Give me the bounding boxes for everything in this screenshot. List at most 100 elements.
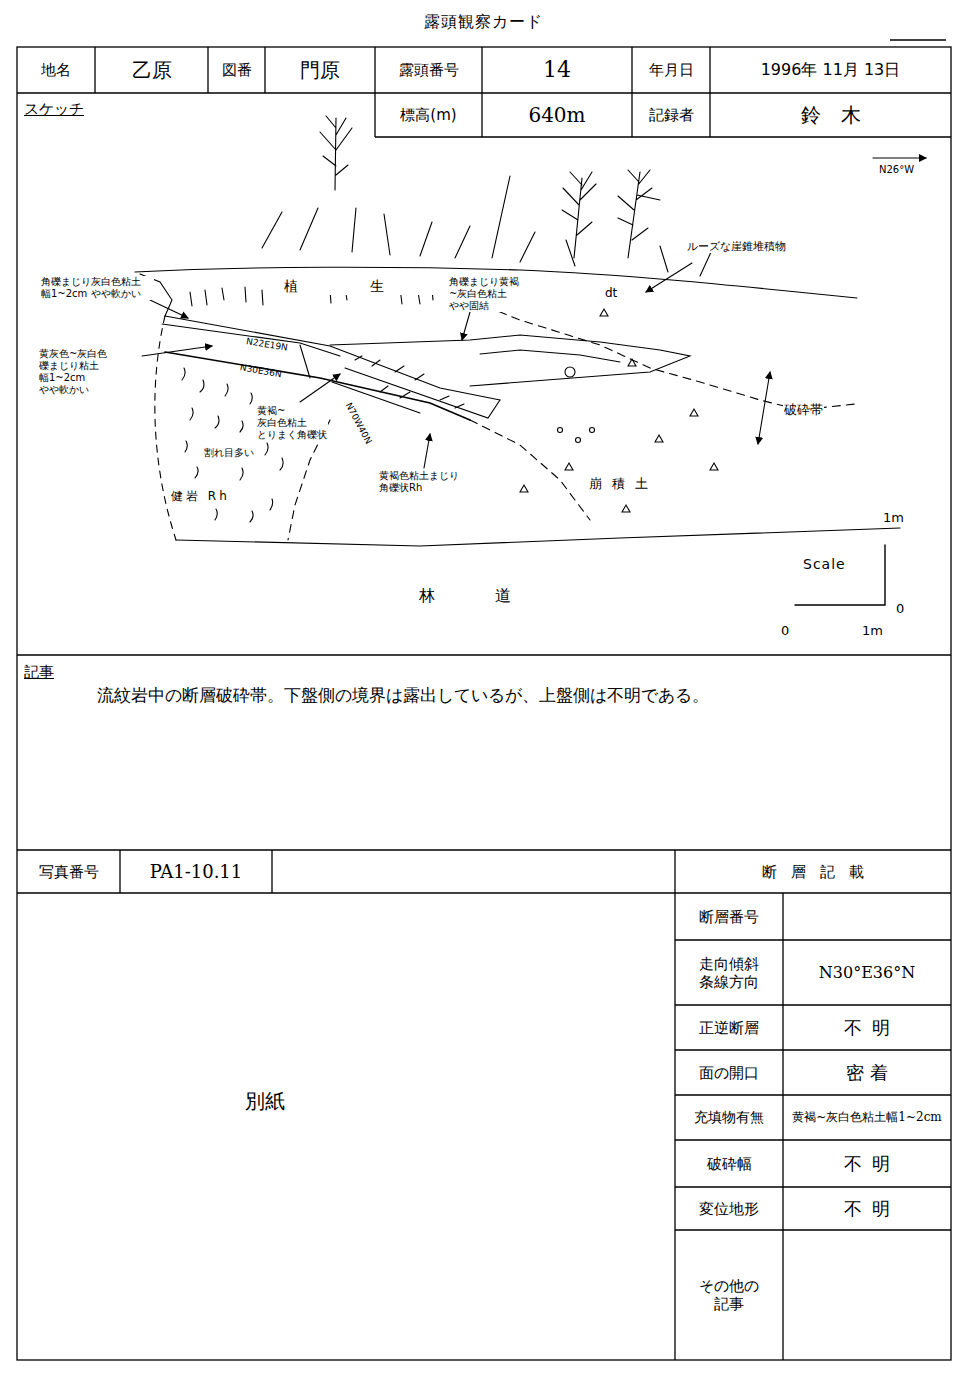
cell-text: 変位地形 xyxy=(699,1200,759,1218)
sketch-label: 1m xyxy=(882,510,905,526)
grid-line xyxy=(17,849,951,850)
outcrop-sketch xyxy=(135,116,926,605)
cell-text: 別紙 xyxy=(245,1089,285,1113)
form-cell: 黄褐~灰白色粘土幅1~2cm xyxy=(783,1095,951,1140)
sketch-label: N22E19N xyxy=(244,336,289,354)
sketch-label: 健岩 Rh xyxy=(170,489,231,503)
sketch-label: 破砕帯 xyxy=(783,402,824,418)
sketch-label: 角礫まじり黄褐~灰白色粘土 やや固結 xyxy=(448,276,520,312)
cell-text: 充填物有無 xyxy=(694,1109,764,1126)
cell-text: 乙原 xyxy=(132,58,172,82)
cell-text: PA1-10.11 xyxy=(150,861,243,883)
sketch-label: 黄灰色~灰白色 礫まじり粘土 幅1~2cm やや軟かい xyxy=(38,348,138,396)
cell-text: その他の 記事 xyxy=(694,1277,764,1313)
sketch-label: 林道 xyxy=(418,586,572,605)
cell-text: 640m xyxy=(528,103,585,127)
leader-arrow xyxy=(462,312,470,340)
scale-bar xyxy=(795,545,885,605)
grid-line xyxy=(375,93,951,137)
form-cell: 記録者 xyxy=(632,93,710,137)
grass xyxy=(262,176,712,276)
grid-line xyxy=(675,940,951,1230)
gouge-hatch xyxy=(355,356,464,408)
cell-text: 断層番号 xyxy=(699,908,759,926)
form-cell: 640m xyxy=(482,93,632,137)
cell-text: 正逆断層 xyxy=(699,1019,759,1037)
cell-text: N30°E36°N xyxy=(819,963,915,982)
form-grid xyxy=(17,40,951,1360)
leader-arrow xyxy=(646,263,692,292)
form-cell: 別紙 xyxy=(17,893,675,1360)
cell-text: 図番 xyxy=(222,61,252,79)
leader-arrow xyxy=(142,346,212,356)
gravel-symbol xyxy=(590,428,595,433)
sketch-label: 0 xyxy=(895,601,905,617)
breccia-block xyxy=(330,335,690,386)
sketch-label: 割れ目多い xyxy=(203,447,255,459)
form-cell: 標高(m) xyxy=(375,93,482,137)
form-cell: 断層記載 xyxy=(675,850,951,893)
sketch-label: 黄褐色粘土まじり 角礫状Rh xyxy=(378,470,460,494)
sketch-label: N26°W xyxy=(878,164,915,176)
gravel-symbol xyxy=(576,438,581,443)
cell-text: 不明 xyxy=(844,1017,900,1039)
sketch-label: 0 xyxy=(780,623,790,639)
sketch-label: N70W40N xyxy=(342,400,374,447)
form-cell: 破砕幅 xyxy=(675,1140,783,1187)
debris-symbol xyxy=(520,309,718,512)
fault-line xyxy=(165,316,500,400)
sketch-label: N30E36N xyxy=(238,362,283,380)
form-cell: 不明 xyxy=(783,1187,951,1230)
form-cell: 図番 xyxy=(208,47,265,93)
gravel-symbol xyxy=(565,367,575,377)
sketch-label: 植生 xyxy=(283,278,457,295)
cell-text: 標高(m) xyxy=(400,106,456,124)
fault-line xyxy=(162,324,340,356)
sketch-label: 角礫まじり灰白色粘土 幅1~2cm やや軟かい xyxy=(40,276,154,300)
north-arrow xyxy=(873,157,926,158)
tree xyxy=(562,172,596,258)
form-cell: 不明 xyxy=(783,1140,951,1187)
cell-text: 黄褐~灰白色粘土幅1~2cm xyxy=(787,1110,947,1124)
outcrop-edge xyxy=(155,316,176,540)
form-cell: 地名 xyxy=(17,47,95,93)
grid-line xyxy=(95,47,710,93)
sketch-label: Scale xyxy=(802,556,847,573)
sketch-label: 1m xyxy=(861,623,884,639)
cell-text: 門原 xyxy=(300,58,340,82)
form-cell: PA1-10.11 xyxy=(120,850,272,893)
sketch-label: 崩積土 xyxy=(588,476,659,492)
sketch-label: 黄褐~灰白色粘土 とりまく角礫状 xyxy=(256,405,328,441)
cell-text: 走向傾斜 条線方向 xyxy=(689,955,769,991)
cell-text: 流紋岩中の断層破砕帯。下盤側の境界は露出しているが、上盤側は不明である。 xyxy=(97,685,937,705)
cell-text: 14 xyxy=(543,57,571,83)
cell-text: 記事 xyxy=(24,663,54,681)
breccia-line xyxy=(480,350,620,362)
form-cell: その他の 記事 xyxy=(675,1230,783,1360)
form-cell: 走向傾斜 条線方向 xyxy=(675,940,783,1005)
form-cell: 不明 xyxy=(783,1005,951,1050)
fault-line xyxy=(300,345,310,378)
rule-line xyxy=(890,39,946,40)
cell-text: 年月日 xyxy=(649,61,694,79)
form-cell: 鈴木 xyxy=(710,93,951,137)
cell-text: 断層記載 xyxy=(762,863,878,881)
card-title: 露頭観察カード xyxy=(0,12,967,31)
form-cell: 露頭番号 xyxy=(375,47,482,93)
leader-arrow xyxy=(150,300,188,318)
cell-text: 鈴木 xyxy=(801,103,881,127)
cell-text: 露頭番号 xyxy=(399,61,459,79)
form-cell: 記事流紋岩中の断層破砕帯。下盤側の境界は露出しているが、上盤側は不明である。 xyxy=(17,655,951,850)
cell-text: 不明 xyxy=(844,1198,900,1220)
form-cell: 乙原 xyxy=(95,47,208,93)
cell-text: 不明 xyxy=(844,1153,900,1175)
cell-text: 記録者 xyxy=(649,106,694,124)
cell-text: 密着 xyxy=(846,1062,894,1084)
cell-text: 写真番号 xyxy=(39,863,99,881)
form-cell: 門原 xyxy=(265,47,375,93)
road-edge xyxy=(176,528,900,546)
grid-line xyxy=(17,892,951,893)
grid-line xyxy=(17,654,951,655)
form-cell: 年月日 xyxy=(632,47,710,93)
